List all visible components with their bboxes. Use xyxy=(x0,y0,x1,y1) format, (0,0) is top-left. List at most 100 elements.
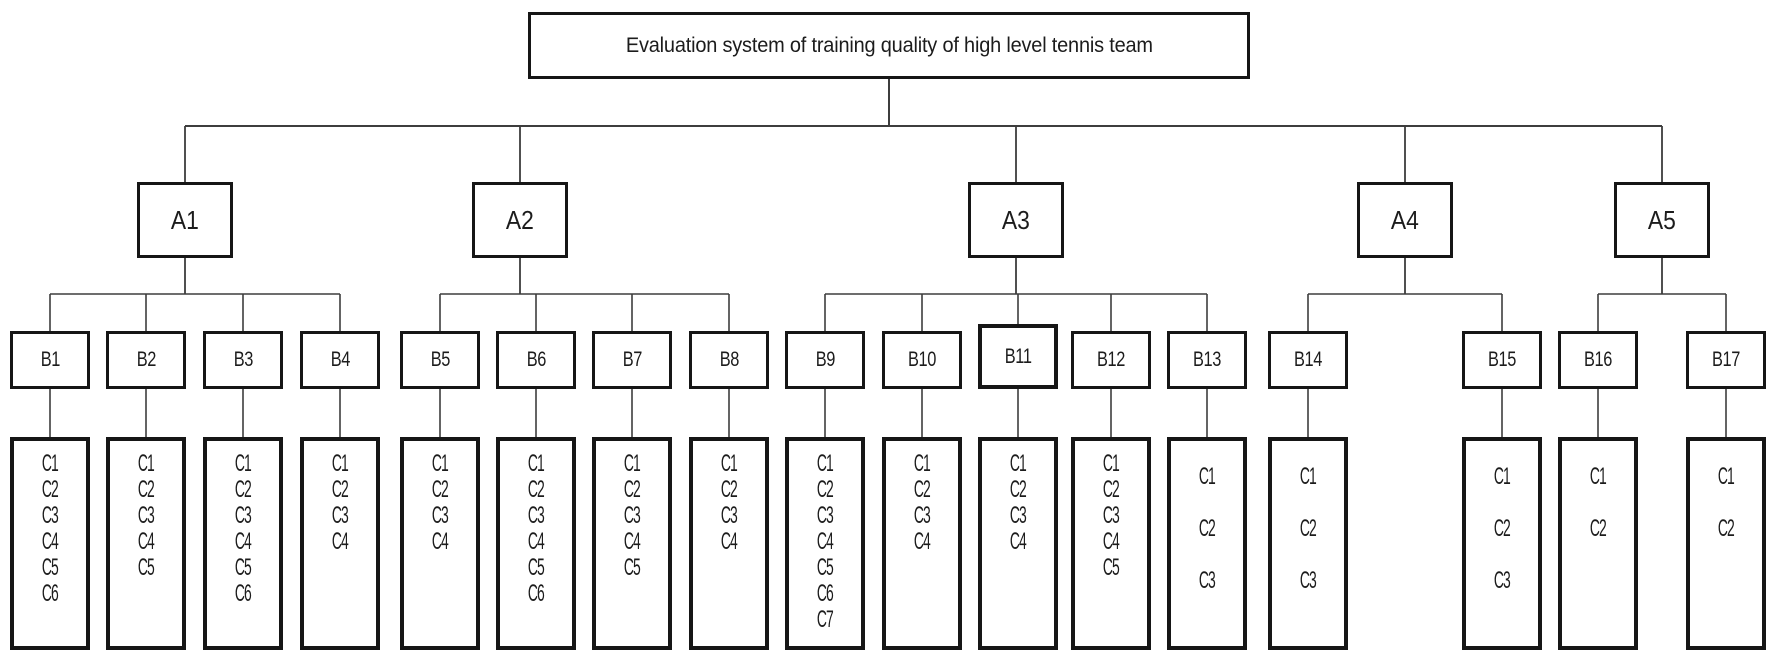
c-item: C3 xyxy=(1299,567,1317,594)
c-item: C3 xyxy=(1493,567,1511,594)
b-node-b15: B15 xyxy=(1462,331,1542,389)
a-node-label: A3 xyxy=(1002,204,1030,235)
c-item: C2 xyxy=(816,476,834,503)
c-item: C5 xyxy=(1102,554,1120,581)
b-node-b4: B4 xyxy=(300,331,380,389)
c-item: C4 xyxy=(1102,528,1120,555)
b-node-label: B15 xyxy=(1488,348,1516,371)
c-item: C3 xyxy=(431,502,449,529)
b-node-b16: B16 xyxy=(1558,331,1638,389)
c-item: C4 xyxy=(623,528,641,555)
a-node-label: A2 xyxy=(506,204,534,235)
a-node-a3: A3 xyxy=(968,182,1064,258)
c-item: C5 xyxy=(41,554,59,581)
b-node-label: B14 xyxy=(1294,348,1322,371)
c-item: C4 xyxy=(913,528,931,555)
a-node-a5: A5 xyxy=(1614,182,1710,258)
c-item: C5 xyxy=(137,554,155,581)
c-item: C3 xyxy=(234,502,252,529)
c-item: C2 xyxy=(1589,515,1607,542)
c-item: C4 xyxy=(1009,528,1027,555)
c-item: C1 xyxy=(623,450,641,477)
c-item: C1 xyxy=(234,450,252,477)
c-item: C6 xyxy=(234,580,252,607)
b-node-label: B2 xyxy=(136,348,156,371)
c-item: C2 xyxy=(431,476,449,503)
b-node-label: B3 xyxy=(233,348,253,371)
b-node-b17: B17 xyxy=(1686,331,1766,389)
c-item: C5 xyxy=(816,554,834,581)
b-node-b13: B13 xyxy=(1167,331,1247,389)
b-node-label: B5 xyxy=(430,348,450,371)
c-item: C1 xyxy=(1717,463,1735,490)
b-node-label: B1 xyxy=(40,348,60,371)
c-item: C2 xyxy=(623,476,641,503)
b-node-b11: B11 xyxy=(978,324,1058,389)
a-node-label: A4 xyxy=(1391,204,1419,235)
c-item: C3 xyxy=(331,502,349,529)
b-node-label: B4 xyxy=(330,348,350,371)
c-item: C2 xyxy=(41,476,59,503)
b-node-b8: B8 xyxy=(689,331,769,389)
c-item: C3 xyxy=(137,502,155,529)
c-item: C1 xyxy=(137,450,155,477)
c-item: C4 xyxy=(816,528,834,555)
b-node-b7: B7 xyxy=(592,331,672,389)
b-node-label: B17 xyxy=(1712,348,1740,371)
a-node-label: A1 xyxy=(171,204,199,235)
c-item: C2 xyxy=(1299,515,1317,542)
b-node-label: B12 xyxy=(1097,348,1125,371)
b-node-b10: B10 xyxy=(882,331,962,389)
c-item: C7 xyxy=(816,606,834,633)
c-item: C6 xyxy=(527,580,545,607)
c-item: C1 xyxy=(1493,463,1511,490)
c-item: C4 xyxy=(41,528,59,555)
c-item: C1 xyxy=(431,450,449,477)
root-label: Evaluation system of training quality of… xyxy=(625,33,1153,57)
c-item: C2 xyxy=(331,476,349,503)
b-node-label: B7 xyxy=(622,348,642,371)
c-item: C1 xyxy=(816,450,834,477)
c-item: C1 xyxy=(331,450,349,477)
c-item: C2 xyxy=(1198,515,1216,542)
b-node-label: B10 xyxy=(908,348,936,371)
c-item: C1 xyxy=(41,450,59,477)
c-item: C6 xyxy=(816,580,834,607)
c-item: C3 xyxy=(623,502,641,529)
c-item: C2 xyxy=(234,476,252,503)
c-item: C4 xyxy=(234,528,252,555)
c-item: C1 xyxy=(1299,463,1317,490)
a-node-a4: A4 xyxy=(1357,182,1453,258)
c-item: C2 xyxy=(137,476,155,503)
b-node-b6: B6 xyxy=(496,331,576,389)
c-item: C1 xyxy=(720,450,738,477)
c-item: C4 xyxy=(431,528,449,555)
b-node-b5: B5 xyxy=(400,331,480,389)
b-node-b2: B2 xyxy=(106,331,186,389)
b-node-label: B8 xyxy=(719,348,739,371)
c-item: C2 xyxy=(913,476,931,503)
c-item: C5 xyxy=(527,554,545,581)
c-item: C4 xyxy=(331,528,349,555)
c-item: C1 xyxy=(913,450,931,477)
c-item: C3 xyxy=(720,502,738,529)
c-item: C1 xyxy=(1102,450,1120,477)
c-item: C2 xyxy=(1493,515,1511,542)
c-item: C3 xyxy=(1102,502,1120,529)
c-item: C2 xyxy=(720,476,738,503)
c-item: C1 xyxy=(527,450,545,477)
c-item: C1 xyxy=(1009,450,1027,477)
